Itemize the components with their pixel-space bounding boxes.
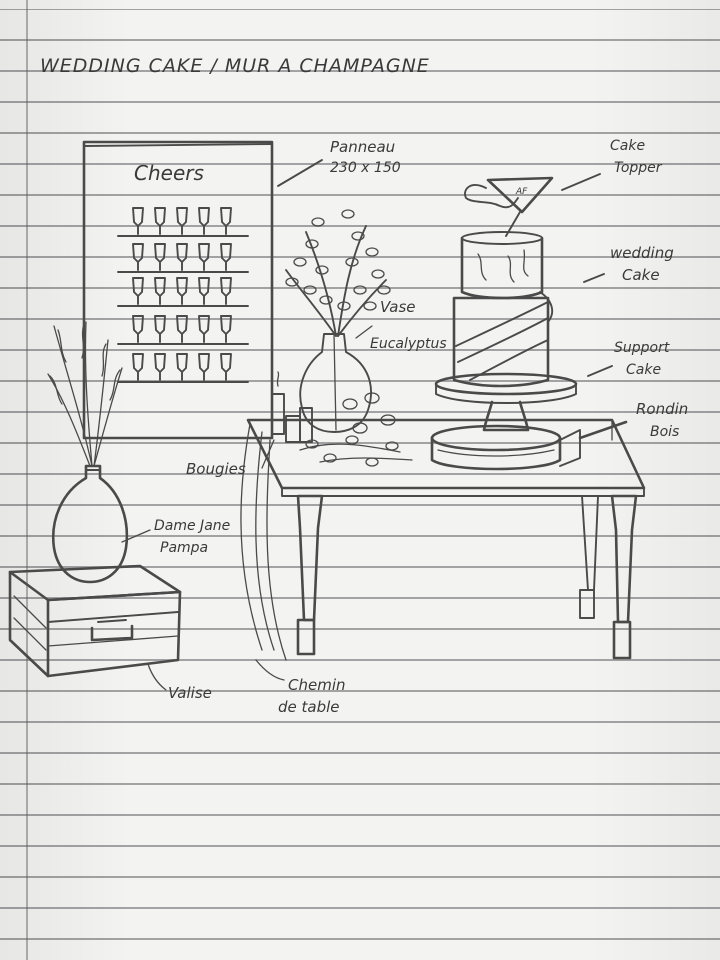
- champagne-glass: [220, 277, 232, 305]
- champagne-glass: [176, 353, 188, 381]
- champagne-glass: [198, 243, 210, 271]
- champagne-glass: [154, 315, 166, 343]
- eucalyptus-leaf: [285, 277, 299, 287]
- rondin-label-2: Bois: [650, 424, 679, 440]
- pampas-grass: [47, 321, 123, 467]
- wooden-table: [246, 418, 646, 660]
- champagne-glass: [132, 277, 144, 305]
- eucalyptus-leaves: [285, 209, 391, 311]
- eucalyptus-leaf: [345, 257, 359, 267]
- champagne-glass: [132, 243, 144, 271]
- champagne-glasses: [132, 207, 232, 381]
- eucalyptus-leaf: [341, 209, 355, 219]
- champagne-glass: [132, 353, 144, 381]
- champagne-glass: [220, 353, 232, 381]
- cheers-sign: Cheers: [134, 161, 204, 185]
- eucalyptus-leaf: [293, 257, 307, 267]
- champagne-wall-panel: Cheers: [82, 140, 274, 440]
- cake-stand: [434, 372, 578, 432]
- eucalyptus-leaf: [315, 265, 329, 275]
- chemin-label-1: Chemin: [288, 676, 346, 694]
- margin-line: [26, 0, 28, 960]
- eucalyptus-leaf: [363, 301, 377, 311]
- vintage-suitcase: [8, 564, 182, 678]
- table-runner: [240, 423, 287, 661]
- eucalyptus-leaf: [351, 231, 365, 241]
- demijohn-bottle: [51, 464, 129, 584]
- champagne-glass: [154, 353, 166, 381]
- panneau-label: Panneau: [330, 138, 395, 156]
- champagne-glass: [154, 207, 166, 235]
- wedding-cake-label-2: Cake: [622, 266, 660, 284]
- champagne-glass: [198, 315, 210, 343]
- eucalyptus-leaf: [365, 247, 379, 257]
- champagne-glass: [176, 207, 188, 235]
- eucalyptus-leaf: [311, 217, 325, 227]
- eucalyptus-leaf: [337, 301, 351, 311]
- champagne-glass: [220, 243, 232, 271]
- support-cake-label-2: Cake: [626, 362, 661, 378]
- champagne-glass: [132, 315, 144, 343]
- valise-label: Valise: [168, 684, 212, 702]
- candles: [271, 371, 313, 443]
- champagne-glass: [154, 277, 166, 305]
- chemin-label-2: de table: [278, 698, 340, 716]
- champagne-glass: [198, 353, 210, 381]
- rondin-label-1: Rondin: [636, 400, 688, 418]
- eucalyptus-leaf: [319, 295, 333, 305]
- wood-log-slice: [430, 424, 581, 471]
- eucalyptus-leaf: [303, 285, 317, 295]
- eucalyptus-leaf: [377, 285, 391, 295]
- sketch-title: WEDDING CAKE / MUR A CHAMPAGNE: [40, 55, 430, 77]
- dame-jeanne-label-2: Pampa: [160, 540, 208, 556]
- champagne-glass: [154, 243, 166, 271]
- table-greenery: [299, 392, 413, 467]
- panneau-size-label: 230 x 150: [330, 160, 401, 176]
- dame-jeanne-label-1: Dame Jane: [154, 518, 230, 534]
- champagne-glass: [176, 277, 188, 305]
- eucalyptus-label: Eucalyptus: [370, 336, 447, 352]
- champagne-glass: [220, 315, 232, 343]
- champagne-glass: [132, 207, 144, 235]
- eucalyptus-leaf: [305, 239, 319, 249]
- champagne-glass: [176, 315, 188, 343]
- eucalyptus-leaf: [353, 285, 367, 295]
- support-cake-label-1: Support: [614, 340, 670, 356]
- eucalyptus-leaf: [371, 269, 385, 279]
- glass-vase: [299, 333, 372, 433]
- cake-topper-label-2: Topper: [614, 160, 663, 176]
- champagne-glass: [220, 207, 232, 235]
- eucalyptus-branches: [285, 225, 387, 337]
- champagne-glass: [198, 277, 210, 305]
- vase-label: Vase: [380, 298, 416, 316]
- champagne-glass: [198, 207, 210, 235]
- topper-initials: AF: [515, 187, 528, 197]
- wedding-cake-label-1: wedding: [610, 244, 674, 262]
- cake-topper: AF: [464, 176, 554, 237]
- cake-topper-label-1: Cake: [610, 138, 645, 154]
- champagne-glass: [176, 243, 188, 271]
- wedding-cake: [452, 231, 554, 388]
- bougies-label: Bougies: [186, 460, 246, 478]
